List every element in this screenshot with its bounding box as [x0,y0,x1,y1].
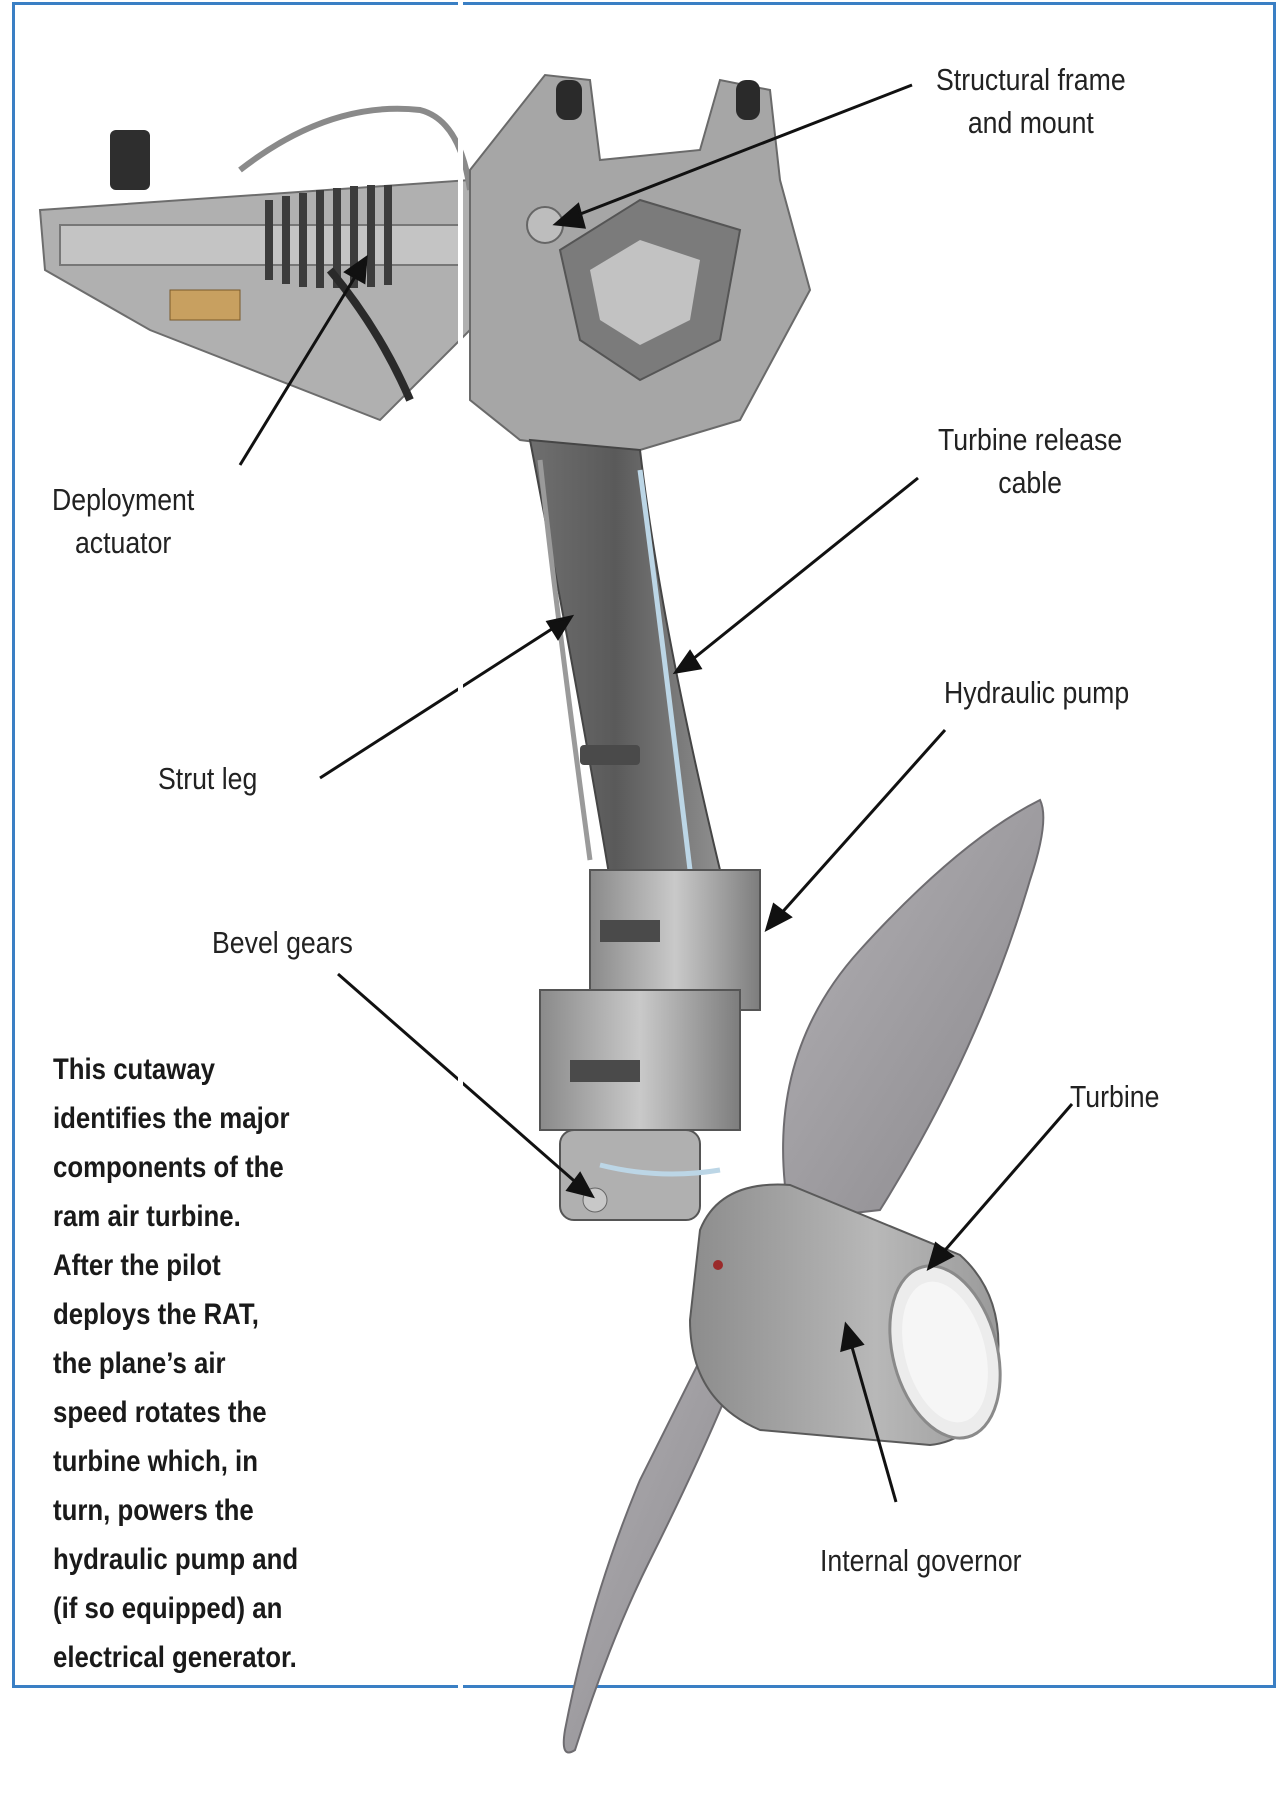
label-turbine: Turbine [1070,1079,1160,1114]
leader-deployment-actuator [238,271,360,466]
label-turbine-release-cable: Turbine release cable [938,422,1123,500]
turbine-blades [562,798,1045,1754]
figure-border [12,2,1276,1688]
label-deployment-actuator: Deployment actuator [52,482,195,560]
label-internal-governor: Internal governor [820,1543,1022,1578]
label-hydraulic-pump: Hydraulic pump [944,675,1130,710]
leader-internal-governor [848,1339,898,1503]
actuator-assembly [38,105,522,422]
image-seam [458,0,463,1793]
leader-hydraulic-pump [776,729,947,918]
leader-lines [238,83,1074,1503]
label-structural-frame: Structural frame and mount [936,62,1126,140]
figure-caption: This cutaway identifies the major compon… [53,1053,299,1674]
hydraulic-pump-block [539,869,761,1221]
label-strut-leg: Strut leg [158,761,258,796]
leader-turbine [938,1103,1074,1257]
leader-strut-leg [319,623,559,780]
label-bevel-gears: Bevel gears [212,925,353,960]
structural-frame [469,73,812,451]
leader-turbine-release-cable [687,476,919,665]
leader-structural-frame [569,83,913,220]
turbine-hub [688,1183,1002,1447]
